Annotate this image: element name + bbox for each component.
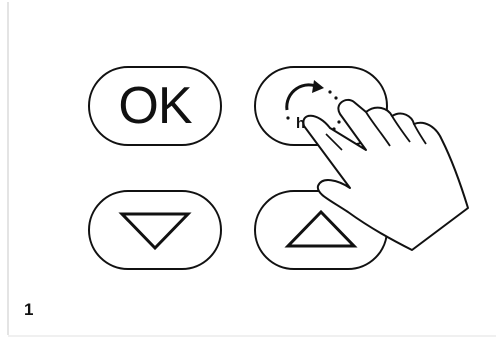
figure-number: 1 — [24, 300, 33, 320]
